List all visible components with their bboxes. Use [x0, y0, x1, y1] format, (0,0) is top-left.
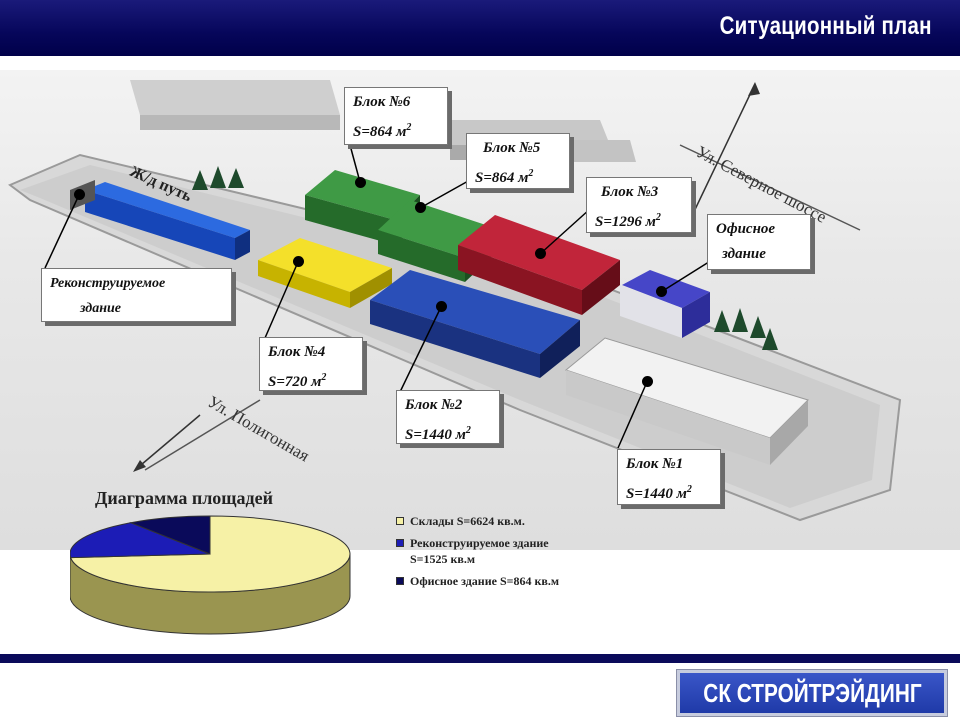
office-wall [620, 285, 682, 338]
background-building [140, 115, 340, 130]
rebuild-marker [74, 189, 85, 200]
callout-block4-title: Блок №4 [268, 344, 326, 360]
legend-label: Реконструируемое здание S=1525 кв.м [410, 536, 549, 566]
rebuild-building-end [235, 230, 250, 260]
block2-end [540, 320, 580, 378]
callout-rebuild-subtitle: здание [80, 301, 121, 316]
block2-roof [370, 270, 580, 354]
callout-block2-title: Блок №2 [405, 397, 463, 413]
block3-marker [535, 248, 546, 259]
block6-roof [305, 170, 420, 220]
block4-end [350, 268, 392, 308]
callout-block6-area: S=864 м2 [353, 122, 412, 140]
block1-end [770, 400, 808, 465]
callout-block6: Блок №6 S=864 м2 [344, 87, 448, 145]
callout-block1: Блок №1 S=1440 м2 [617, 449, 721, 505]
north-arrow-head [748, 82, 760, 96]
callout-block4-area: S=720 м2 [268, 372, 327, 390]
callout-block3-title: Блок №3 [601, 184, 659, 200]
callout-block6-title: Блок №6 [353, 94, 411, 110]
legend-label: Офисное здание S=864 кв.м [410, 574, 560, 588]
block4-marker [293, 256, 304, 267]
chart-title: Диаграмма площадей [95, 488, 273, 508]
brand-name: СК СТРОЙТРЭЙДИНГ [702, 677, 922, 708]
callout-office: Офисное здание [707, 214, 811, 270]
callout-block1-area: S=1440 м2 [626, 484, 692, 502]
callout-office-title: Офисное [716, 221, 776, 237]
legend-label: Склады S=6624 кв.м. [410, 514, 525, 528]
block4-wall [258, 260, 350, 308]
callout-block2-area: S=1440 м2 [405, 425, 471, 443]
block5-wall [378, 230, 465, 282]
block5-marker [415, 202, 426, 213]
background-building [130, 80, 340, 115]
office-marker [656, 286, 667, 297]
pie-slice [128, 515, 211, 555]
road-north-line [679, 144, 861, 231]
callout-block3-area: S=1296 м2 [595, 212, 661, 230]
legend-item: Реконструируемое здание S=1525 кв.м [396, 535, 566, 567]
block3-wall [458, 245, 582, 315]
chart-legend: Склады S=6624 кв.м. Реконструируемое здан… [396, 513, 566, 595]
road-south-line [144, 399, 261, 471]
north-arrow [689, 83, 756, 221]
pie-chart [70, 515, 351, 635]
callout-block4: Блок №4 S=720 м2 [259, 337, 363, 391]
brand-logo: СК СТРОЙТРЭЙДИНГ [677, 670, 947, 716]
block1-wall [566, 370, 770, 465]
legend-swatch [396, 539, 404, 547]
block2-marker [436, 301, 447, 312]
callout-block5-area: S=864 м2 [475, 168, 534, 186]
block4-roof [258, 238, 392, 292]
block1-marker [642, 376, 653, 387]
rebuild-building-wall [85, 190, 235, 260]
site-plan-drawing [8, 80, 902, 522]
south-arrow [134, 414, 201, 471]
south-arrow-head [133, 460, 146, 472]
block3-end [582, 260, 620, 315]
rebuild-building-roof [85, 182, 250, 238]
legend-swatch [396, 517, 404, 525]
block2-wall [370, 300, 540, 378]
page-title: Ситуационный план [719, 12, 932, 40]
callout-rebuild: Реконструируемое здание [41, 268, 232, 322]
callout-block3: Блок №3 S=1296 м2 [586, 177, 692, 233]
office-end [682, 292, 710, 338]
legend-item: Офисное здание S=864 кв.м [396, 573, 566, 589]
legend-item: Склады S=6624 кв.м. [396, 513, 566, 529]
callout-block2: Блок №2 S=1440 м2 [396, 390, 500, 444]
footer-bar [0, 654, 960, 663]
callout-block5-title: Блок №5 [483, 140, 541, 156]
callout-office-subtitle: здание [722, 246, 766, 262]
callout-block5: Блок №5 S=864 м2 [466, 133, 570, 189]
header-bar: Ситуационный план [0, 0, 960, 56]
callout-rebuild-title: Реконструируемое [50, 276, 166, 291]
callout-lines [44, 144, 713, 449]
callout-block1-title: Блок №1 [626, 456, 684, 472]
legend-swatch [396, 577, 404, 585]
trees [192, 166, 778, 350]
pie-slice [70, 522, 211, 559]
block6-wall [305, 195, 395, 245]
block6-marker [355, 177, 366, 188]
